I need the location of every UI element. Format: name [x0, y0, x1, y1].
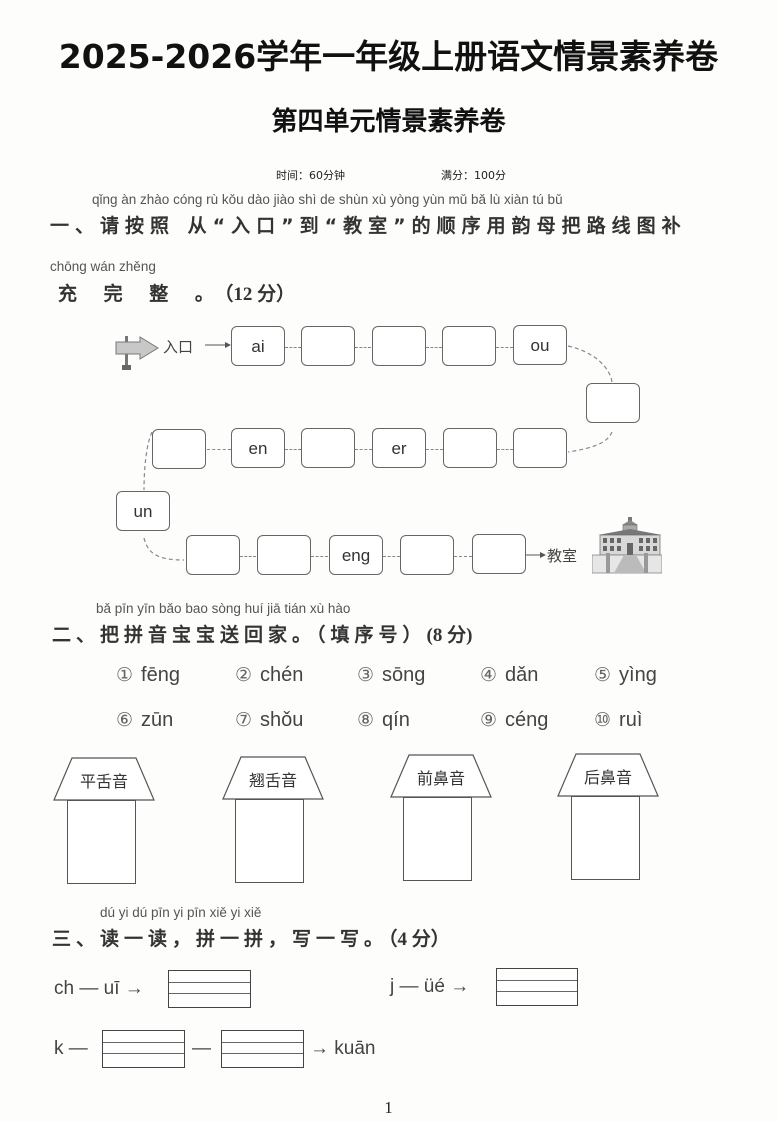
roof-icon [390, 754, 492, 798]
page-number: 1 [384, 1098, 393, 1117]
q3-item3-dash: — [192, 1038, 211, 1059]
route-box-4[interactable] [442, 326, 496, 366]
school-building-icon [592, 517, 662, 574]
route-box-2[interactable] [301, 326, 355, 366]
q3-item2-writing-box[interactable] [496, 968, 578, 1006]
house-flat-tongue: 平舌音 [52, 756, 162, 886]
q1-pinyin-line1: qǐng àn zhào cóng rù kǒu dào jiào shì de… [92, 192, 563, 207]
q3-item2-formula: j — üé → [390, 976, 470, 997]
unit-subtitle: 第四单元情景素养卷 [271, 107, 506, 137]
arrow-right-icon [526, 552, 546, 558]
house-label: 前鼻音 [416, 769, 465, 788]
q3-score: （4 分） [388, 929, 450, 950]
q3-prompt-text: 三、读一读，拼一拼，写一写。 [52, 928, 389, 950]
roof-icon [222, 756, 324, 800]
q3-item1-writing-box[interactable] [168, 970, 251, 1008]
house-label: 翘舌音 [248, 771, 297, 790]
route-box-5[interactable]: ou [513, 325, 567, 365]
time-limit: 时间：60分钟 [276, 169, 345, 182]
route-box-3[interactable] [372, 326, 426, 366]
q1-score: （12 分） [223, 284, 296, 305]
house-retroflex: 翘舌音 [221, 755, 331, 885]
answer-area[interactable] [403, 797, 472, 881]
roof-icon [557, 753, 659, 797]
route-box-13[interactable]: un [116, 491, 170, 531]
q3-item3-formula-left: k — [54, 1038, 88, 1059]
house-back-nasal: 后鼻音 [556, 752, 666, 882]
page-title: 2025-2026学年一年级上册语文情景素养卷 [58, 37, 719, 76]
q2-pinyin: bǎ pīn yīn bǎo bao sòng huí jiā tián xù … [96, 601, 351, 616]
q3-item1-formula: ch — uī → [54, 978, 144, 999]
route-box-18[interactable] [472, 534, 526, 574]
answer-area[interactable] [67, 800, 136, 884]
q2-prompt: 二、把拼音宝宝送回家。（填序号）(8 分) [52, 620, 472, 647]
answer-area[interactable] [571, 796, 640, 880]
q1-pinyin-line2: chōng wán zhěng [50, 259, 156, 274]
q1-prompt-text: 充 完 整 。 [58, 283, 224, 305]
route-box-14[interactable] [186, 535, 240, 575]
route-box-8[interactable] [443, 428, 497, 468]
q2-score: (8 分) [426, 625, 473, 646]
q3-item3-writing-box-2[interactable] [221, 1030, 304, 1068]
q3-prompt: 三、读一读，拼一拼，写一写。（4 分） [52, 924, 450, 951]
q3-item3-writing-box-1[interactable] [102, 1030, 185, 1068]
q1-prompt-line2: 充 完 整 。（12 分） [58, 279, 295, 306]
q1-prompt-line1: 一、请按照 从“入口”到“教室”的顺序用韵母把路线图补 [50, 215, 687, 237]
route-box-11[interactable]: en [231, 428, 285, 468]
roof-icon [53, 757, 155, 801]
route-box-15[interactable] [257, 535, 311, 575]
route-box-12[interactable] [152, 429, 206, 469]
route-box-7[interactable] [513, 428, 567, 468]
route-box-1[interactable]: ai [231, 326, 285, 366]
route-box-16[interactable]: eng [329, 535, 383, 575]
signpost-icon [115, 336, 159, 370]
route-box-9[interactable]: er [372, 428, 426, 468]
route-curves [143, 345, 613, 561]
classroom-label: 教室 [547, 547, 578, 565]
house-label: 后鼻音 [583, 768, 632, 787]
q2-prompt-text: 二、把拼音宝宝送回家。（填序号） [52, 624, 427, 646]
q3-pinyin: dú yi dú pīn yi pīn xiě yi xiě [100, 905, 262, 920]
route-box-17[interactable] [400, 535, 454, 575]
full-score: 满分：100分 [441, 169, 506, 182]
route-box-6[interactable] [586, 383, 640, 423]
arrow-right-icon [205, 342, 231, 348]
house-label: 平舌音 [79, 772, 128, 791]
route-box-10[interactable] [301, 428, 355, 468]
answer-area[interactable] [235, 799, 304, 883]
house-front-nasal: 前鼻音 [389, 753, 499, 883]
q3-item3-result: → kuān [310, 1038, 376, 1059]
entrance-label: 入口 [163, 338, 194, 356]
